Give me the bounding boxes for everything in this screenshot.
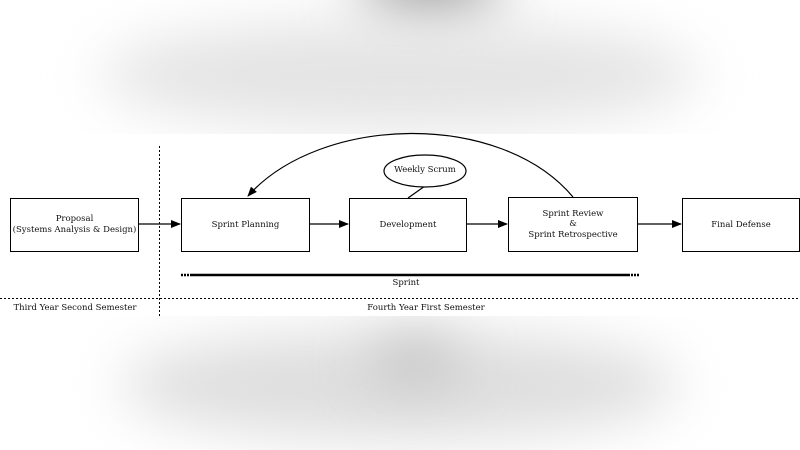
- development-box: Development: [349, 198, 467, 252]
- background-blur-top: [360, 0, 500, 20]
- phase-label-third-year: Third Year Second Semester: [13, 303, 137, 313]
- feedback-arc-arrow: [247, 132, 574, 198]
- proposal-box: Proposal (Systems Analysis & Design): [10, 198, 139, 252]
- sprint-review-retrospective-box: Sprint Review & Sprint Retrospective: [508, 197, 638, 252]
- weekly-scrum-ellipse: [383, 154, 467, 188]
- sprint-label: Sprint: [392, 278, 420, 288]
- weekly-scrum-label: Weekly Scrum: [394, 165, 456, 175]
- background-blur-bottom-center: [370, 340, 460, 380]
- sprint-planning-box: Sprint Planning: [181, 198, 310, 252]
- final-defense-box: Final Defense: [682, 198, 800, 252]
- background-blur-top-wide: [100, 20, 700, 130]
- phase-label-fourth-year: Fourth Year First Semester: [367, 303, 485, 313]
- weekly-scrum-connector: [407, 185, 426, 199]
